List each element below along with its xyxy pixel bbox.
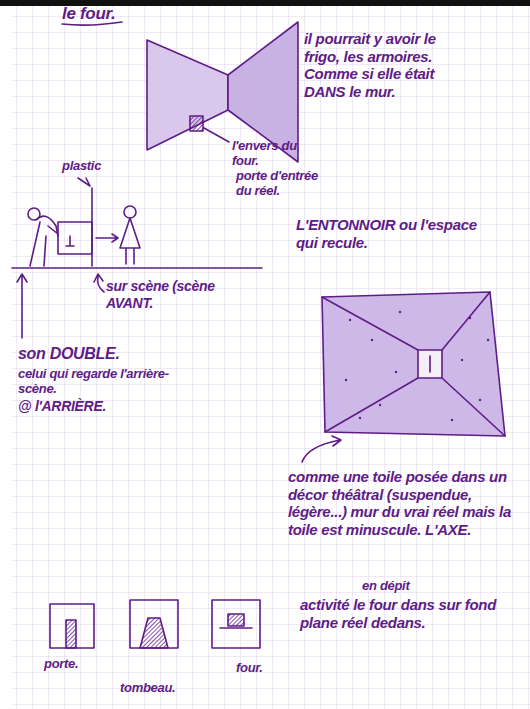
inner-window [418, 350, 442, 378]
handwritten-note: en dépit [362, 578, 452, 593]
dots [345, 311, 489, 421]
handwritten-note: L'ENTONNOIR ou l'espace qui recule. [296, 216, 496, 251]
handwritten-note: comme une toile posée dans un décor théâ… [288, 468, 523, 539]
handwritten-note: porte. [44, 656, 114, 671]
tomb [140, 618, 168, 648]
handwritten-note: le four. [62, 4, 142, 24]
handwritten-note: son DOUBLE. [18, 345, 158, 364]
funnel-frame [322, 292, 505, 436]
arrow [96, 234, 118, 242]
double-figure [30, 216, 58, 266]
leader-line [204, 128, 229, 142]
perspective-lines [322, 292, 505, 436]
oven [228, 614, 244, 626]
door-square [50, 604, 94, 648]
floor-line [12, 267, 262, 269]
figure-head [124, 206, 136, 218]
pointer-arrow [302, 436, 341, 462]
oven-mark [66, 236, 74, 246]
handwritten-note: activité le four dans sur fond plane rée… [300, 596, 515, 631]
oven-door [190, 116, 203, 131]
oven-box [58, 222, 92, 254]
funnel-left-panel [147, 40, 228, 150]
margin-strip [0, 6, 12, 709]
oven-shelf [220, 627, 252, 629]
arrow [94, 274, 104, 292]
tomb-square [130, 600, 178, 648]
arrow [17, 274, 27, 338]
handwritten-note: celui qui regarde l'arrière-scène. [18, 366, 198, 397]
arrow [78, 178, 90, 186]
door [66, 620, 76, 648]
handwritten-note: four. [236, 660, 306, 675]
handwritten-note: porte d'entrée du réel. [236, 168, 326, 199]
handwritten-note: il pourrait y avoir le frigo, les armoir… [304, 30, 474, 101]
handwritten-note: @ l'ARRIÈRE. [18, 398, 148, 415]
inner-mark [429, 356, 431, 372]
handwritten-note: plastic [62, 158, 122, 173]
handwritten-note: l'envers du four. [232, 138, 322, 169]
oven-square [212, 600, 260, 648]
handwritten-note: tombeau. [120, 680, 210, 695]
woman-figure [120, 218, 140, 264]
handwritten-note: sur scène (scène AVANT. [106, 278, 256, 311]
